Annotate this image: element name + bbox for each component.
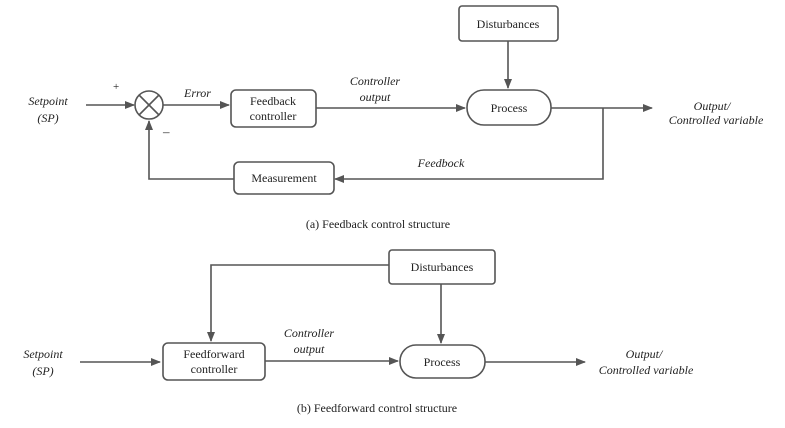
- feedback-controller-box: Feedback controller: [230, 89, 317, 128]
- setpoint-label-a-line2: (SP): [37, 111, 58, 125]
- caption-a: (a) Feedback control structure: [306, 217, 450, 231]
- feedback-diagram: Setpoint (SP) + – Error Feedback control…: [28, 5, 764, 231]
- controller-output-label-b-line2: output: [294, 342, 325, 356]
- setpoint-label-a-line1: Setpoint: [28, 94, 68, 108]
- controller-output-label-b-line1: Controller: [284, 326, 335, 340]
- disturbances-box-a: Disturbances: [458, 5, 559, 42]
- disturbance-feedforward-arrow: [207, 264, 389, 342]
- feedforward-diagram: Disturbances Setpoint (SP) Feedforward c…: [23, 249, 694, 415]
- output-label-b-line2: Controlled variable: [599, 363, 694, 377]
- summing-junction: [134, 90, 164, 120]
- process-label-b: Process: [424, 355, 461, 369]
- feedback-path-arrow: [334, 108, 604, 183]
- feedforward-controller-line1: Feedforward: [183, 347, 244, 361]
- disturbances-box-b: Disturbances: [388, 249, 496, 285]
- feedback-controller-line1: Feedback: [250, 94, 296, 108]
- caption-b: (b) Feedforward control structure: [297, 401, 457, 415]
- feedforward-controller-line2: controller: [191, 362, 238, 376]
- measurement-return-arrow: [145, 120, 234, 180]
- disturbances-label-b: Disturbances: [411, 260, 474, 274]
- controller-output-label-a-line2: output: [360, 90, 391, 104]
- controller-output-label-a-line1: Controller: [350, 74, 401, 88]
- process-label-a: Process: [491, 101, 528, 115]
- feedback-label: Feedbock: [417, 156, 465, 170]
- output-label-b-line1: Output/: [626, 347, 664, 361]
- feedforward-controller-box: Feedforward controller: [162, 342, 266, 381]
- process-box-a: Process: [466, 89, 552, 126]
- process-box-b: Process: [399, 344, 486, 379]
- output-label-a-line2: Controlled variable: [669, 113, 764, 127]
- minus-sign: –: [162, 124, 170, 139]
- disturbances-label-a: Disturbances: [477, 17, 540, 31]
- setpoint-label-b-line1: Setpoint: [23, 347, 63, 361]
- error-label: Error: [183, 86, 211, 100]
- measurement-box: Measurement: [233, 161, 335, 195]
- plus-sign: +: [113, 81, 119, 93]
- feedback-controller-line2: controller: [250, 109, 297, 123]
- output-label-a-line1: Output/: [694, 99, 732, 113]
- setpoint-label-b-line2: (SP): [32, 364, 53, 378]
- measurement-label: Measurement: [251, 171, 317, 185]
